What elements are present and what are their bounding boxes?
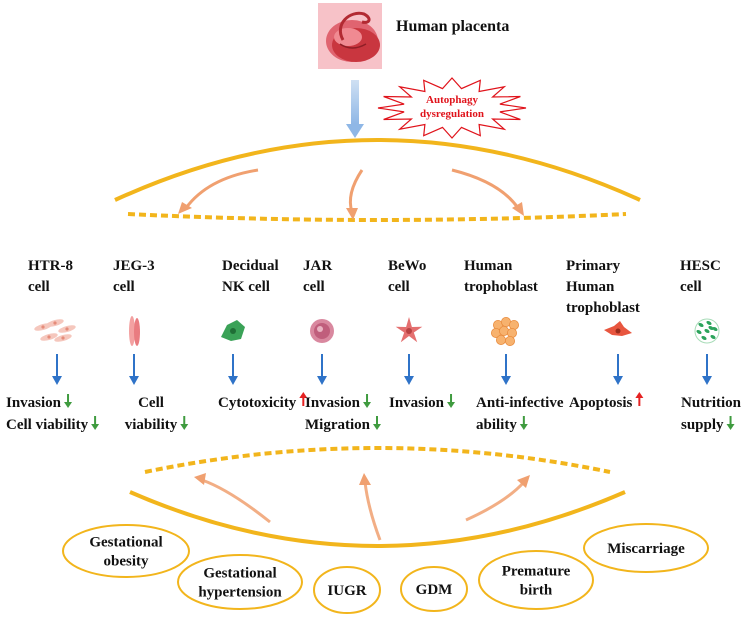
cell-name-line: cell (113, 279, 135, 295)
cell-name-line: trophoblast (566, 300, 640, 316)
down-arrow-pht (613, 354, 623, 385)
down-arrow-icon (447, 394, 456, 408)
lower-arrows (194, 473, 530, 541)
down-arrow-icon (726, 416, 735, 430)
disease-premature: Premature birth (478, 550, 594, 610)
effect-label: Apoptosis (569, 395, 633, 411)
disease-label: birth (520, 583, 553, 599)
disease-miscarriage: Miscarriage (583, 523, 709, 573)
disease-label: Gestational (89, 535, 162, 551)
disease-obesity: Gestational obesity (62, 524, 190, 578)
disease-label: hypertension (198, 585, 282, 601)
cell-name-line: cell (388, 279, 410, 295)
cell-name-line: Decidual (222, 258, 279, 274)
spindle-cell-icon (129, 316, 140, 346)
down-arrow-dnk (228, 354, 238, 385)
upper-lens (114, 138, 641, 222)
autophagy-burst: Autophagy dysregulation (377, 77, 527, 139)
star-cell-icon (395, 317, 423, 343)
effect-label: Anti-infective (476, 395, 564, 411)
disease-label: IUGR (327, 583, 366, 599)
cell-name-line: trophoblast (464, 279, 538, 295)
burst-line-2: dysregulation (420, 108, 484, 120)
cell-cluster-icon (490, 316, 519, 346)
disease-hypertension: Gestational hypertension (177, 554, 303, 610)
cell-name-line: Human (464, 258, 513, 274)
primary-cell-icon (604, 321, 632, 336)
disease-label: Gestational (203, 566, 276, 582)
disease-label: GDM (416, 582, 453, 598)
effect-label: Migration (305, 417, 371, 433)
effect-label: supply (681, 417, 724, 433)
down-arrow-jar (317, 354, 327, 385)
cell-name-line: NK cell (222, 279, 270, 295)
down-arrow-icon (363, 394, 372, 408)
round-cell-icon (310, 319, 334, 343)
cell-name-line: HESC (680, 258, 721, 274)
lower-lens (129, 446, 626, 548)
down-arrow-icon (180, 416, 189, 430)
cell-name-line: Human (566, 279, 615, 295)
disease-label: obesity (104, 554, 150, 570)
down-arrow-icon (64, 394, 73, 408)
fibroblast-cluster-icon (34, 319, 76, 342)
down-arrow-htr8 (52, 354, 62, 385)
down-arrow-hesc (702, 354, 712, 385)
effect-label: Invasion (389, 395, 445, 411)
down-arrow-icon (519, 416, 528, 430)
effect-label: Cytotoxicity (218, 395, 297, 411)
down-arrow-bewo (404, 354, 414, 385)
placenta-image (318, 3, 382, 69)
placenta-title: Human placenta (396, 18, 509, 35)
burst-line-1: Autophagy (426, 94, 478, 106)
disease-list: GestationalobesityGestationalhypertensio… (62, 523, 709, 614)
placenta-down-arrow (346, 80, 364, 138)
disease-iugr: IUGR (313, 566, 381, 614)
cell-name-line: JAR (303, 258, 332, 274)
upper-arrows (178, 168, 524, 220)
effect-label: ability (476, 417, 517, 433)
down-arrow-htb (501, 354, 511, 385)
down-arrow-icon (91, 416, 100, 430)
effect-label: Invasion (6, 395, 62, 411)
effect-label: viability (125, 417, 178, 433)
cell-name-line: JEG-3 (113, 258, 155, 274)
down-arrow-jeg3 (129, 354, 139, 385)
effect-label: Cell viability (6, 417, 89, 433)
effect-label: Cell (138, 395, 164, 411)
cell-name-line: HTR-8 (28, 258, 73, 274)
up-arrow-icon (299, 392, 308, 406)
down-arrow-icon (373, 416, 381, 430)
cell-name-line: cell (303, 279, 325, 295)
disease-label: Premature (502, 564, 571, 580)
disease-gdm: GDM (400, 566, 468, 612)
up-arrow-icon (635, 392, 644, 406)
cell-name-line: BeWo (388, 258, 426, 274)
cell-name-line: cell (680, 279, 702, 295)
nk-cell-icon (221, 320, 245, 341)
dotted-cell-icon (694, 318, 720, 344)
disease-label: Miscarriage (607, 541, 685, 557)
cell-name-line: Primary (566, 258, 621, 274)
effect-label: Nutrition (681, 395, 742, 411)
cell-name-line: cell (28, 279, 50, 295)
effect-label: Invasion (305, 395, 361, 411)
